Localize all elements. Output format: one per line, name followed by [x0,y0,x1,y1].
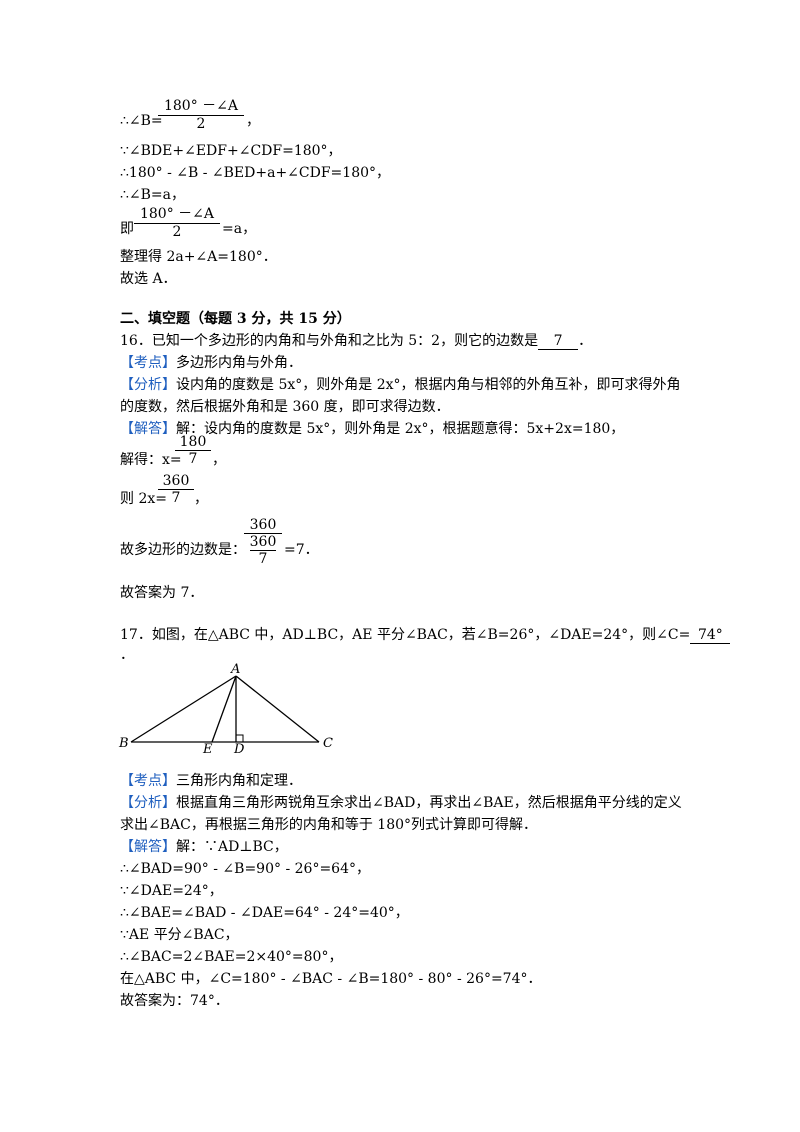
q17-stem: 17．如图，在△ABC 中，AD⊥BC，AE 平分∠BAC，若∠B=26°，∠D… [120,626,731,644]
solution-line: ∴∠BAD=90° - ∠B=90° - 26°=64°， [120,861,370,877]
q17-jieda: 【解答】解：∵AD⊥BC， [120,839,288,855]
fraction-2: 180° －∠A 2 [134,203,220,240]
solution-line: ∴∠BAC=2∠BAE=2×40°=80°， [120,949,343,965]
solution-line: ∵∠DAE=24°， [120,883,223,899]
q16-step1-prefix: 解得：x= [120,452,182,468]
vertex-label-c: C [323,736,333,751]
solution-line: ∵AE 平分∠BAC， [120,927,239,943]
ji-line-prefix: 即 [120,221,134,237]
q16-step1-suffix: ， [212,452,226,468]
q16-step2-suffix: ， [194,491,208,507]
q16-fenxi-cont: 的度数，然后根据外角和是 360 度，即可求得边数． [120,399,450,415]
point-label-e: E [202,742,213,755]
fenxi-tag: 【分析】 [120,795,176,811]
q16-nested-fraction: 360 360 7 [244,517,282,567]
q16-answer: 7 [538,333,579,350]
q17-fenxi-cont: 求出∠BAC，再根据三角形的内角和等于 180°列式计算即可得解． [120,817,538,833]
jieda-tag: 【解答】 [120,839,176,855]
q16-step3-suffix: =7． [284,542,319,558]
vertex-label-a: A [230,662,240,677]
solution-line: 在△ABC 中，∠C=180° - ∠BAC - ∠B=180° - 80° -… [120,971,542,987]
angle-b-line-prefix: ∴∠B= [120,113,163,129]
q17-answer: 74° [690,627,731,644]
text-line: ∵∠BDE+∠EDF+∠CDF=180°， [120,143,342,159]
text-line: 整理得 2a+∠A=180°． [120,249,277,265]
vertex-label-b: B [118,736,129,751]
q17-kaodian: 【考点】三角形内角和定理． [120,773,302,789]
fraction-1-denominator: 2 [196,116,206,132]
q16-step3-prefix: 故多边形的边数是： [120,542,246,558]
q16-step2-prefix: 则 2x= [120,491,167,507]
point-label-d: D [233,742,245,755]
solution-line: ∴∠BAE=∠BAD - ∠DAE=64° - 24°=40°， [120,905,409,921]
fraction-2-denominator: 2 [172,224,182,240]
q16-conclusion: 故答案为 7． [120,585,204,601]
text-line: 故选 A． [120,271,177,287]
triangle-figure: A B C E D [118,662,333,755]
q16-kaodian: 【考点】多边形内角与外角． [120,355,302,371]
fenxi-tag: 【分析】 [120,377,176,393]
angle-b-line-suffix: ， [246,113,260,129]
q16-fraction-step1: 180 7 [175,434,211,467]
section-title: 二、填空题（每题 3 分，共 15 分） [120,311,351,327]
kaodian-tag: 【考点】 [120,355,176,371]
ji-line-suffix: =a， [222,221,257,237]
q16-fenxi: 【分析】设内角的度数是 5x°，则外角是 2x°，根据内角与相邻的外角互补，即可… [120,377,681,393]
text-line: ∴∠B=a， [120,187,186,203]
fraction-1-numerator: 180° －∠A [163,98,238,114]
fraction-1: 180° －∠A 2 [158,95,244,132]
q17-conclusion: 故答案为：74°． [120,993,229,1009]
text-line: ∴180° - ∠B - ∠BED+a+∠CDF=180°， [120,165,391,181]
q17-stem-end: ． [120,647,134,663]
fraction-2-numerator: 180° －∠A [139,206,214,222]
jieda-tag: 【解答】 [120,421,176,437]
q16-fraction-step2: 360 7 [158,473,194,506]
q16-jieda: 【解答】解：设内角的度数是 5x°，则外角是 2x°，根据题意得：5x+2x=1… [120,421,625,437]
kaodian-tag: 【考点】 [120,773,176,789]
q17-fenxi: 【分析】根据直角三角形两锐角互余求出∠BAD，再求出∠BAE，然后根据角平分线的… [120,795,682,811]
